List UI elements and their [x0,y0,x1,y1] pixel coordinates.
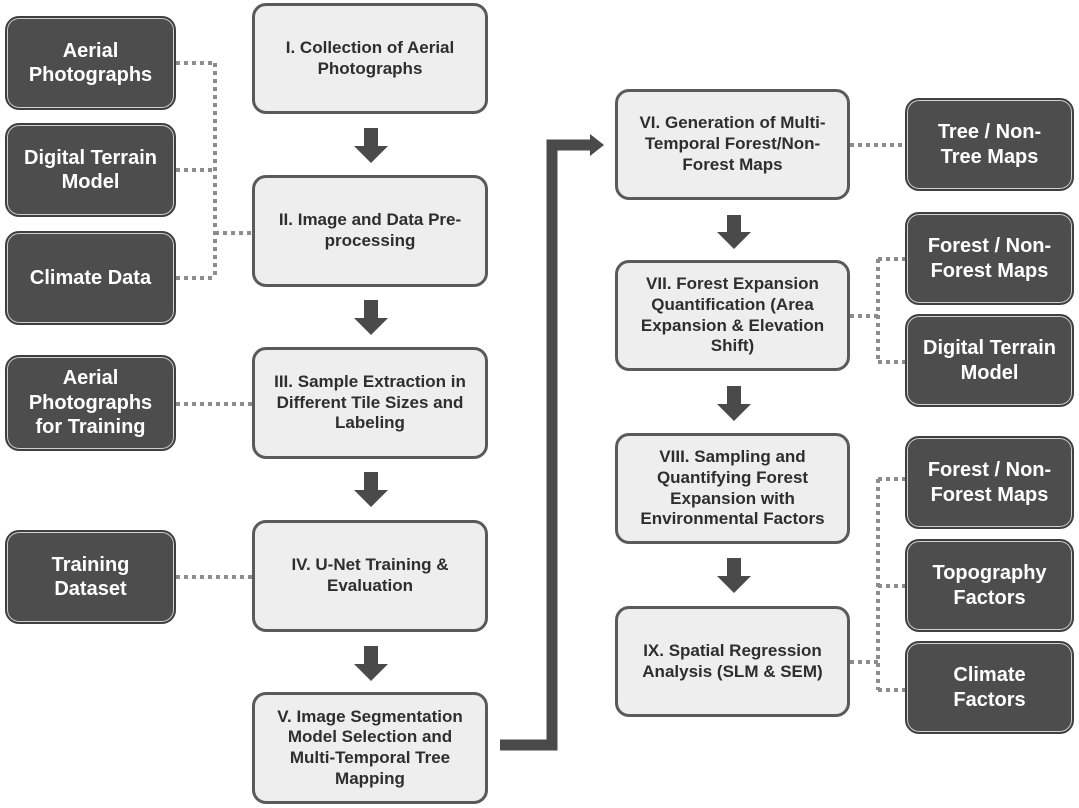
arrow-5-6-head [590,134,604,156]
arrow-2-3 [354,300,388,335]
digital-terrain-model-left-label: Digital Terrain Model [24,146,157,193]
step-9-box: IX. Spatial Regression Analysis (SLM & S… [615,606,850,717]
arrow-3-4 [354,472,388,507]
aerial-photographs-training-box: Aerial Photographs for Training [5,355,176,451]
aerial-photographs-training-label: Aerial Photographs for Training [28,367,153,439]
climate-factors-label: Climate Factors [953,664,1026,711]
aerial-photographs-label: Aerial Photographs [28,39,153,86]
forest-nonforest-maps-b-label: Forest / Non- Forest Maps [927,459,1052,506]
step-4-label: IV. U-Net Training & Evaluation [291,555,449,595]
step-5-label: V. Image Segmentation Model Selection an… [277,706,463,788]
step-7-label: VII. Forest Expansion Quantification (Ar… [640,274,825,356]
step-3-box: III. Sample Extraction in Different Tile… [252,347,488,459]
digital-terrain-model-right-label: Digital Terrain Model [923,337,1056,384]
step-9-label: IX. Spatial Regression Analysis (SLM & S… [642,640,823,681]
step-2-box: II. Image and Data Pre- processing [252,175,488,287]
forest-nonforest-maps-a-label: Forest / Non- Forest Maps [927,235,1052,282]
step-6-label: VI. Generation of Multi- Temporal Forest… [639,113,826,174]
digital-terrain-model-right-box: Digital Terrain Model [905,314,1074,407]
tree-nontree-maps-box: Tree / Non- Tree Maps [905,98,1074,191]
step-4-box: IV. U-Net Training & Evaluation [252,520,488,632]
climate-factors-box: Climate Factors [905,641,1074,734]
step-2-label: II. Image and Data Pre- processing [278,210,462,250]
arrow-7-8 [717,386,751,421]
step-8-label: VIII. Sampling and Quantifying Forest Ex… [640,447,825,529]
arrow-1-2 [354,128,388,163]
step-1-label: I. Collection of Aerial Photographs [285,37,455,78]
forest-nonforest-maps-b-box: Forest / Non- Forest Maps [905,436,1074,529]
climate-data-box: Climate Data [5,231,176,325]
tree-nontree-maps-label: Tree / Non- Tree Maps [937,121,1042,168]
topography-factors-box: Topography Factors [905,539,1074,632]
training-dataset-label: Training Dataset [51,553,130,600]
step-3-label: III. Sample Extraction in Different Tile… [274,371,466,433]
arrow-6-7 [717,215,751,249]
arrow-4-5 [354,646,388,681]
aerial-photographs-box: Aerial Photographs [5,16,176,110]
arrow-8-9 [717,558,751,593]
climate-data-label: Climate Data [29,266,152,289]
step-8-box: VIII. Sampling and Quantifying Forest Ex… [615,433,850,544]
digital-terrain-model-left-box: Digital Terrain Model [5,123,176,217]
arrow-5-6 [500,139,592,751]
step-1-box: I. Collection of Aerial Photographs [252,3,488,114]
training-dataset-box: Training Dataset [5,530,176,624]
step-7-box: VII. Forest Expansion Quantification (Ar… [615,260,850,371]
step-5-box: V. Image Segmentation Model Selection an… [252,692,488,804]
step-6-box: VI. Generation of Multi- Temporal Forest… [615,89,850,200]
topography-factors-label: Topography Factors [932,562,1047,609]
forest-nonforest-maps-a-box: Forest / Non- Forest Maps [905,212,1074,305]
